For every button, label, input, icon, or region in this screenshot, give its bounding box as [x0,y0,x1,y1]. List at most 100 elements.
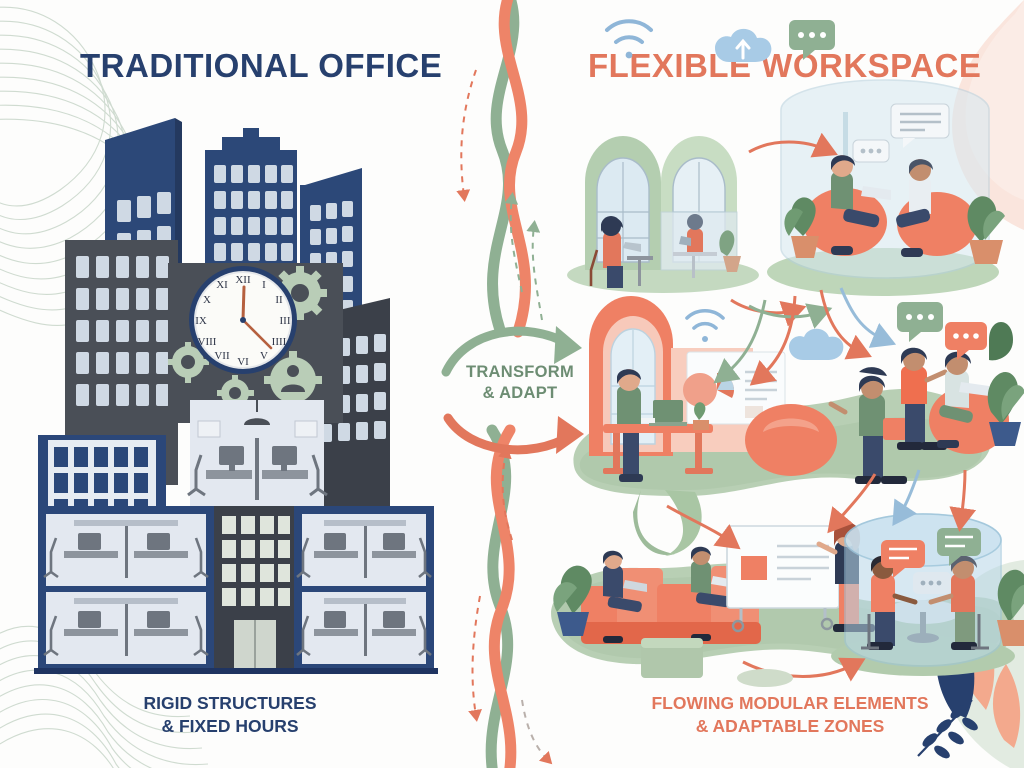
svg-text:VIII: VIII [198,336,217,348]
caption-left-line1: RIGID STRUCTURES [143,693,317,713]
svg-text:V: V [260,350,268,362]
clock-minute-hand [241,318,273,350]
clock-numerals: XII I II III IIII V VI VII VIII IX X XI [195,274,291,368]
platform-column-2 [665,490,702,556]
transform-divider-panel [430,0,620,768]
svg-text:VI: VI [237,356,249,368]
green-ottoman [641,638,703,678]
dashed-arrow-down-left [456,69,477,202]
cloud-icon-middle [789,328,844,360]
ribbon-pair-upper [487,0,531,338]
cubicle-grid [38,506,434,668]
person-lounge-right [896,159,933,257]
person-gesturing-orange [897,347,948,450]
monstera-plant-middle [987,322,1024,446]
connector-arrows-lower [666,469,977,682]
transform-label-line2: & ADAPT [482,384,558,402]
pie-chart [683,372,717,407]
person-meeting-right [928,555,989,650]
platform-column [633,490,675,555]
page-title-right: FLEXIBLE WORKSPACE [588,47,982,84]
desk-pair-top [206,438,308,500]
svg-text:IIII: IIII [272,336,287,348]
svg-text:XII: XII [235,274,251,286]
svg-text:I: I [262,279,266,291]
dashed-arrow-up-center [504,192,523,293]
dashed-arrow-up-right [526,220,543,321]
clock-tower-block: XII I II III IIII V VI VII VIII IX X XI [168,263,343,423]
svg-text:XI: XI [216,279,228,291]
svg-text:VII: VII [214,350,230,362]
cubicle-quadrant-bottom-right [296,592,432,664]
chat-bubble-icon-meeting-coral [881,540,925,578]
ground-line [34,668,438,674]
person-walking-coral-box [828,367,907,484]
transform-label-line1: TRANSFORM [465,363,575,381]
person-woman-laptop [589,216,653,288]
wifi-icon-middle [685,308,725,342]
wifi-icon-top [605,19,653,59]
cloud-upload-icon [715,28,772,62]
flexible-workspace-panel [545,0,1024,768]
gear-icon-left [168,342,209,383]
ribbon-pair-lower [485,424,517,768]
caption-left: RIGID STRUCTURES & FIXED HOURS [0,692,460,738]
caption-right-line1: FLOWING MODULAR ELEMENTS [651,693,929,713]
plant-pod-right [719,230,741,272]
chat-bubble-icon-lounge [890,103,950,148]
ribbon-coral-upper [498,0,531,338]
chat-bubble-icon-small-lounge [852,139,890,163]
office-room-top [187,400,328,506]
svg-text:III: III [280,315,291,327]
wall-clock: XII I II III IIII V VI VII VIII IX X XI [189,266,297,374]
transform-arrow-bottom [443,413,584,455]
meeting-table [885,600,961,643]
transform-adapt-label: TRANSFORM & ADAPT [440,362,600,404]
elevator-door [234,620,276,668]
workspace-illustration [551,19,1024,687]
zone-collaboration-hub [573,296,1024,496]
mobile-whiteboard [726,525,840,633]
cubicle-quadrant-bottom-left [43,592,209,664]
beanbag-middle [745,404,837,476]
elevator-core [214,506,294,668]
svg-text:II: II [275,294,283,306]
page-title-left: TRADITIONAL OFFICE [80,47,443,84]
cubicle-quadrant-top-left [43,514,209,586]
caption-right-line2: & ADAPTABLE ZONES [695,716,885,736]
person-sofa-left [603,550,647,643]
person-lounge-left [831,155,891,255]
person-standing-desk [617,369,687,482]
plant-desk-small [693,402,709,430]
ribbon-green-upper [487,0,520,336]
chat-bubble-icon-top [789,20,835,60]
platform-pebble [737,669,793,687]
standing-desk [603,424,713,474]
clock-hour-hand [241,285,246,322]
dashed-arrow-down-lower [468,595,482,722]
caption-left-line2: & FIXED HOURS [161,716,299,736]
chat-bubble-icon-meeting-small [913,572,951,594]
traditional-office-panel: XII I II III IIII V VI VII VIII IX X XI [0,0,460,768]
plant-lounge-right [967,196,1005,264]
dashed-arrow-down-far [521,699,553,765]
divider-illustration [441,0,584,768]
leaf-sprig-leaflets [922,705,978,759]
chair-pair-top [187,454,328,497]
wall-frame-left [197,420,221,438]
dashed-arrows [456,69,553,765]
svg-text:IX: IX [195,315,207,327]
svg-text:X: X [203,294,211,306]
city-illustration: XII I II III IIII V VI VII VIII IX X XI [34,118,438,674]
transform-arrow-top [441,326,582,377]
cubicle-quadrant-top-right [296,514,432,586]
plant-sofa-left [553,565,592,636]
person-man-desk [673,214,717,278]
caption-right: FLOWING MODULAR ELEMENTS & ADAPTABLE ZON… [570,692,1010,738]
chat-bubble-icon-meeting-green [937,528,981,566]
ribbon-coral-lower [488,424,517,768]
leaf-coral-small [992,664,1021,748]
person-seated-beanbag [937,351,989,448]
chat-bubble-icon-middle-coral [945,322,987,360]
